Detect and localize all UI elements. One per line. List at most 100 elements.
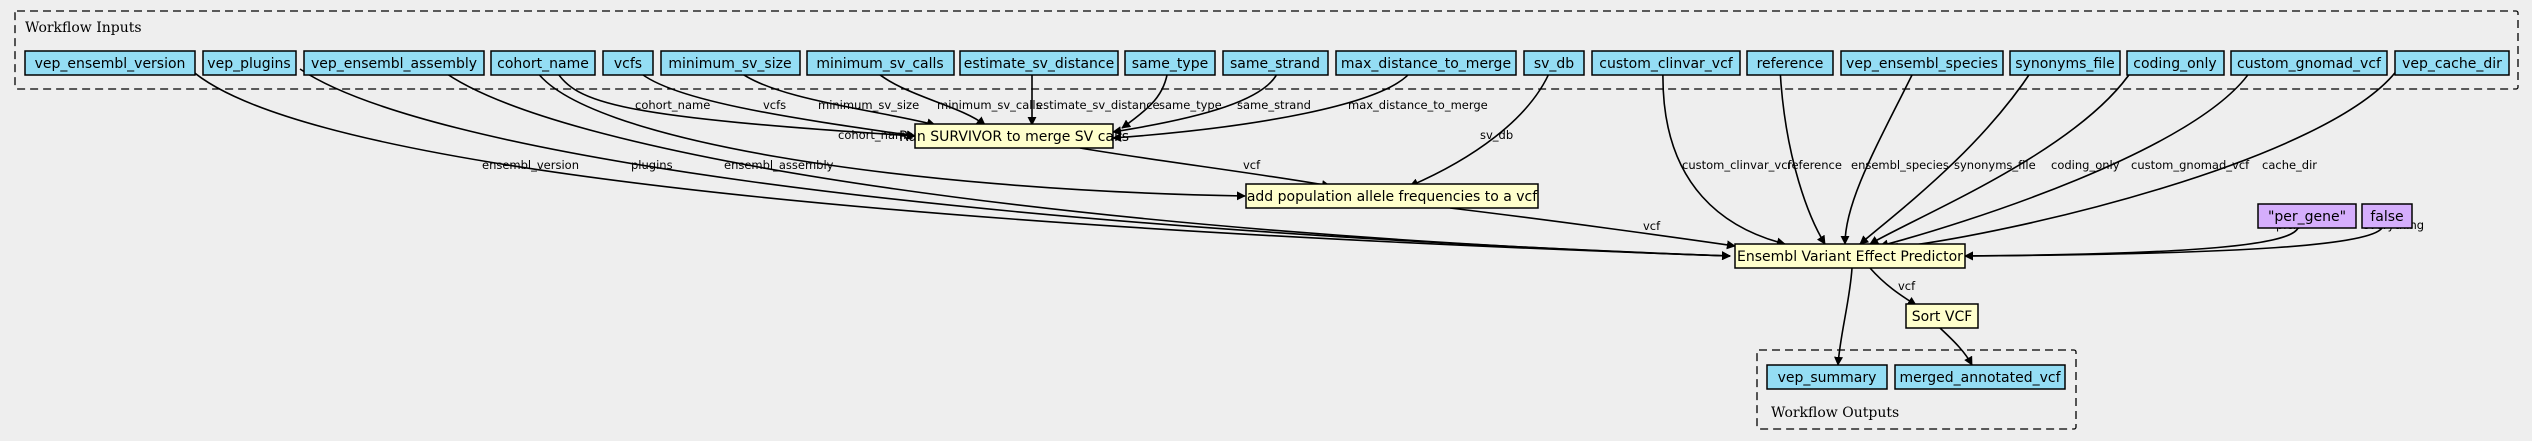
input-label-same-type: same_type [1132, 56, 1208, 72]
edge-ensembl-species [1840, 68, 1916, 245]
input-label-same-strand: same_strand [1230, 56, 1320, 72]
edge-label-plugins: plugins [631, 158, 673, 172]
input-node-vep-ensembl-version[interactable]: vep_ensembl_version [24, 50, 196, 76]
input-node-coding-only[interactable]: coding_only [2126, 50, 2225, 76]
edge-ensembl-version [189, 68, 1731, 261]
input-label-minimum-sv-size: minimum_sv_size [668, 56, 791, 72]
edge-label-ensembl-assembly: ensembl_assembly [724, 158, 834, 172]
edge-label-minimum-sv-calls: minimum_sv_calls [937, 98, 1042, 112]
output-nodes: vep_summary merged_annotated_vcf [1766, 364, 2066, 390]
input-label-max-distance-to-merge: max_distance_to_merge [1341, 56, 1511, 72]
edge-max-distance-to-merge [1112, 68, 1414, 142]
edge-ensembl-assembly [439, 68, 1731, 261]
input-node-custom-clinvar-vcf[interactable]: custom_clinvar_vcf [1591, 50, 1741, 76]
input-node-custom-gnomad-vcf[interactable]: custom_gnomad_vcf [2230, 50, 2388, 76]
input-node-reference[interactable]: reference [1746, 50, 1834, 76]
output-node-merged-annotated-vcf[interactable]: merged_annotated_vcf [1894, 364, 2066, 390]
edge-label-minimum-sv-size: minimum_sv_size [818, 98, 919, 112]
edge-label-custom-clinvar-vcf: custom_clinvar_vcf [1682, 158, 1793, 172]
edge-custom-gnomad-vcf [1879, 68, 2253, 249]
constant-label-false: false [2370, 209, 2403, 225]
edge-label-coding-only: coding_only [2051, 158, 2120, 172]
edge-label-survivor-vcf: vcf [1243, 158, 1261, 172]
input-label-coding-only: coding_only [2133, 56, 2216, 72]
step-nodes: Run SURVIVOR to merge SV calls add popul… [899, 123, 1979, 329]
input-node-minimum-sv-size[interactable]: minimum_sv_size [660, 50, 801, 76]
input-node-vcfs[interactable]: vcfs [602, 50, 654, 76]
edge-label-same-type: same_type [1159, 98, 1222, 112]
edge-same-type [1121, 68, 1169, 129]
constant-nodes: "per_gene" false [2257, 203, 2413, 229]
step-node-allele-freq[interactable]: add population allele frequencies to a v… [1245, 183, 1539, 209]
step-label-allele-freq: add population allele frequencies to a v… [1247, 189, 1538, 205]
edge-labels: cohort_name vcfs minimum_sv_size minimum… [482, 98, 2424, 293]
edge-label-cohort-name: cohort_name [635, 98, 710, 112]
edge-label-ensembl-version: ensembl_version [482, 158, 579, 172]
edge-label-synonyms-file: synonyms_file [1954, 158, 2036, 172]
workflow-outputs-cluster: Workflow Outputs [1756, 349, 2077, 430]
step-label-vep: Ensembl Variant Effect Predictor [1737, 249, 1963, 265]
edge-label-vep-vcf: vcf [1898, 279, 1916, 293]
step-node-vep[interactable]: Ensembl Variant Effect Predictor [1734, 243, 1966, 269]
edge-label-ensembl-species: ensembl_species [1851, 158, 1949, 172]
input-label-estimate-sv-distance: estimate_sv_distance [964, 56, 1115, 72]
edge-custom-clinvar-vcf [1662, 68, 1786, 247]
input-node-cohort-name[interactable]: cohort_name [490, 50, 596, 76]
edge-survivor-vcf [1079, 147, 1331, 189]
edge-vep-summary [1834, 267, 1853, 366]
edge-pick [1964, 227, 2299, 261]
input-node-vep-ensembl-species[interactable]: vep_ensembl_species [1840, 50, 2004, 76]
step-node-survivor[interactable]: Run SURVIVOR to merge SV calls [899, 123, 1129, 149]
input-label-reference: reference [1757, 56, 1824, 72]
edge-label-sv-db: sv_db [1480, 128, 1513, 142]
constant-node-per-gene[interactable]: "per_gene" [2257, 203, 2357, 229]
edge-label-custom-gnomad-vcf: custom_gnomad_vcf [2131, 158, 2250, 172]
edge-label-cache-dir: cache_dir [2262, 158, 2317, 172]
edge-cohort-name-af [534, 68, 1246, 201]
edge-minimum-sv-calls [872, 68, 986, 126]
input-node-same-type[interactable]: same_type [1124, 50, 1216, 76]
edge-vcfs [635, 68, 916, 140]
constant-node-false[interactable]: false [2361, 203, 2413, 229]
input-node-vep-ensembl-assembly[interactable]: vep_ensembl_assembly [303, 50, 485, 76]
input-label-synonyms-file: synonyms_file [2015, 56, 2114, 72]
input-label-vep-cache-dir: vep_cache_dir [2402, 56, 2502, 72]
edge-label-max-distance-to-merge: max_distance_to_merge [1348, 98, 1488, 112]
edge-synonyms-file [1859, 68, 2034, 245]
input-label-custom-gnomad-vcf: custom_gnomad_vcf [2237, 56, 2382, 72]
input-node-same-strand[interactable]: same_strand [1222, 50, 1329, 76]
input-label-vep-ensembl-species: vep_ensembl_species [1846, 56, 1998, 72]
input-node-vep-cache-dir[interactable]: vep_cache_dir [2394, 50, 2510, 76]
input-node-estimate-sv-distance[interactable]: estimate_sv_distance [959, 50, 1119, 76]
input-label-vcfs: vcfs [614, 56, 642, 72]
edge-label-af-vcf: vcf [1643, 219, 1661, 233]
workflow-inputs-cluster: Workflow Inputs [14, 10, 2519, 90]
input-nodes: vep_ensembl_version vep_plugins vep_ense… [24, 50, 2510, 76]
workflow-outputs-label: Workflow Outputs [1771, 405, 1899, 421]
input-node-sv-db[interactable]: sv_db [1523, 50, 1585, 76]
edge-af-vcf [1449, 207, 1736, 250]
input-node-minimum-sv-calls[interactable]: minimum_sv_calls [806, 50, 955, 76]
edge-minimum-sv-size [735, 68, 936, 128]
edge-everything [1964, 227, 2383, 261]
workflow-inputs-label: Workflow Inputs [25, 20, 142, 36]
edge-reference [1779, 68, 1826, 245]
input-label-cohort-name: cohort_name [497, 56, 589, 72]
edge-sort-vcf [1939, 327, 1973, 366]
edge-same-strand [1112, 68, 1280, 136]
input-label-sv-db: sv_db [1534, 56, 1574, 72]
input-node-synonyms-file[interactable]: synonyms_file [2009, 50, 2121, 76]
edge-label-reference: reference [1787, 158, 1842, 172]
input-label-minimum-sv-calls: minimum_sv_calls [816, 56, 943, 72]
edge-label-same-strand: same_strand [1237, 98, 1311, 112]
input-label-vep-plugins: vep_plugins [207, 56, 290, 72]
edge-vep-vcf [1869, 267, 1917, 306]
input-label-custom-clinvar-vcf: custom_clinvar_vcf [1599, 56, 1734, 72]
input-node-vep-plugins[interactable]: vep_plugins [202, 50, 297, 76]
step-node-sort-vcf[interactable]: Sort VCF [1905, 303, 1979, 329]
input-node-max-distance-to-merge[interactable]: max_distance_to_merge [1335, 50, 1517, 76]
edge-cache-dir [1889, 68, 2399, 252]
output-node-vep-summary[interactable]: vep_summary [1766, 364, 1888, 390]
edge-sv-db [1409, 68, 1552, 187]
